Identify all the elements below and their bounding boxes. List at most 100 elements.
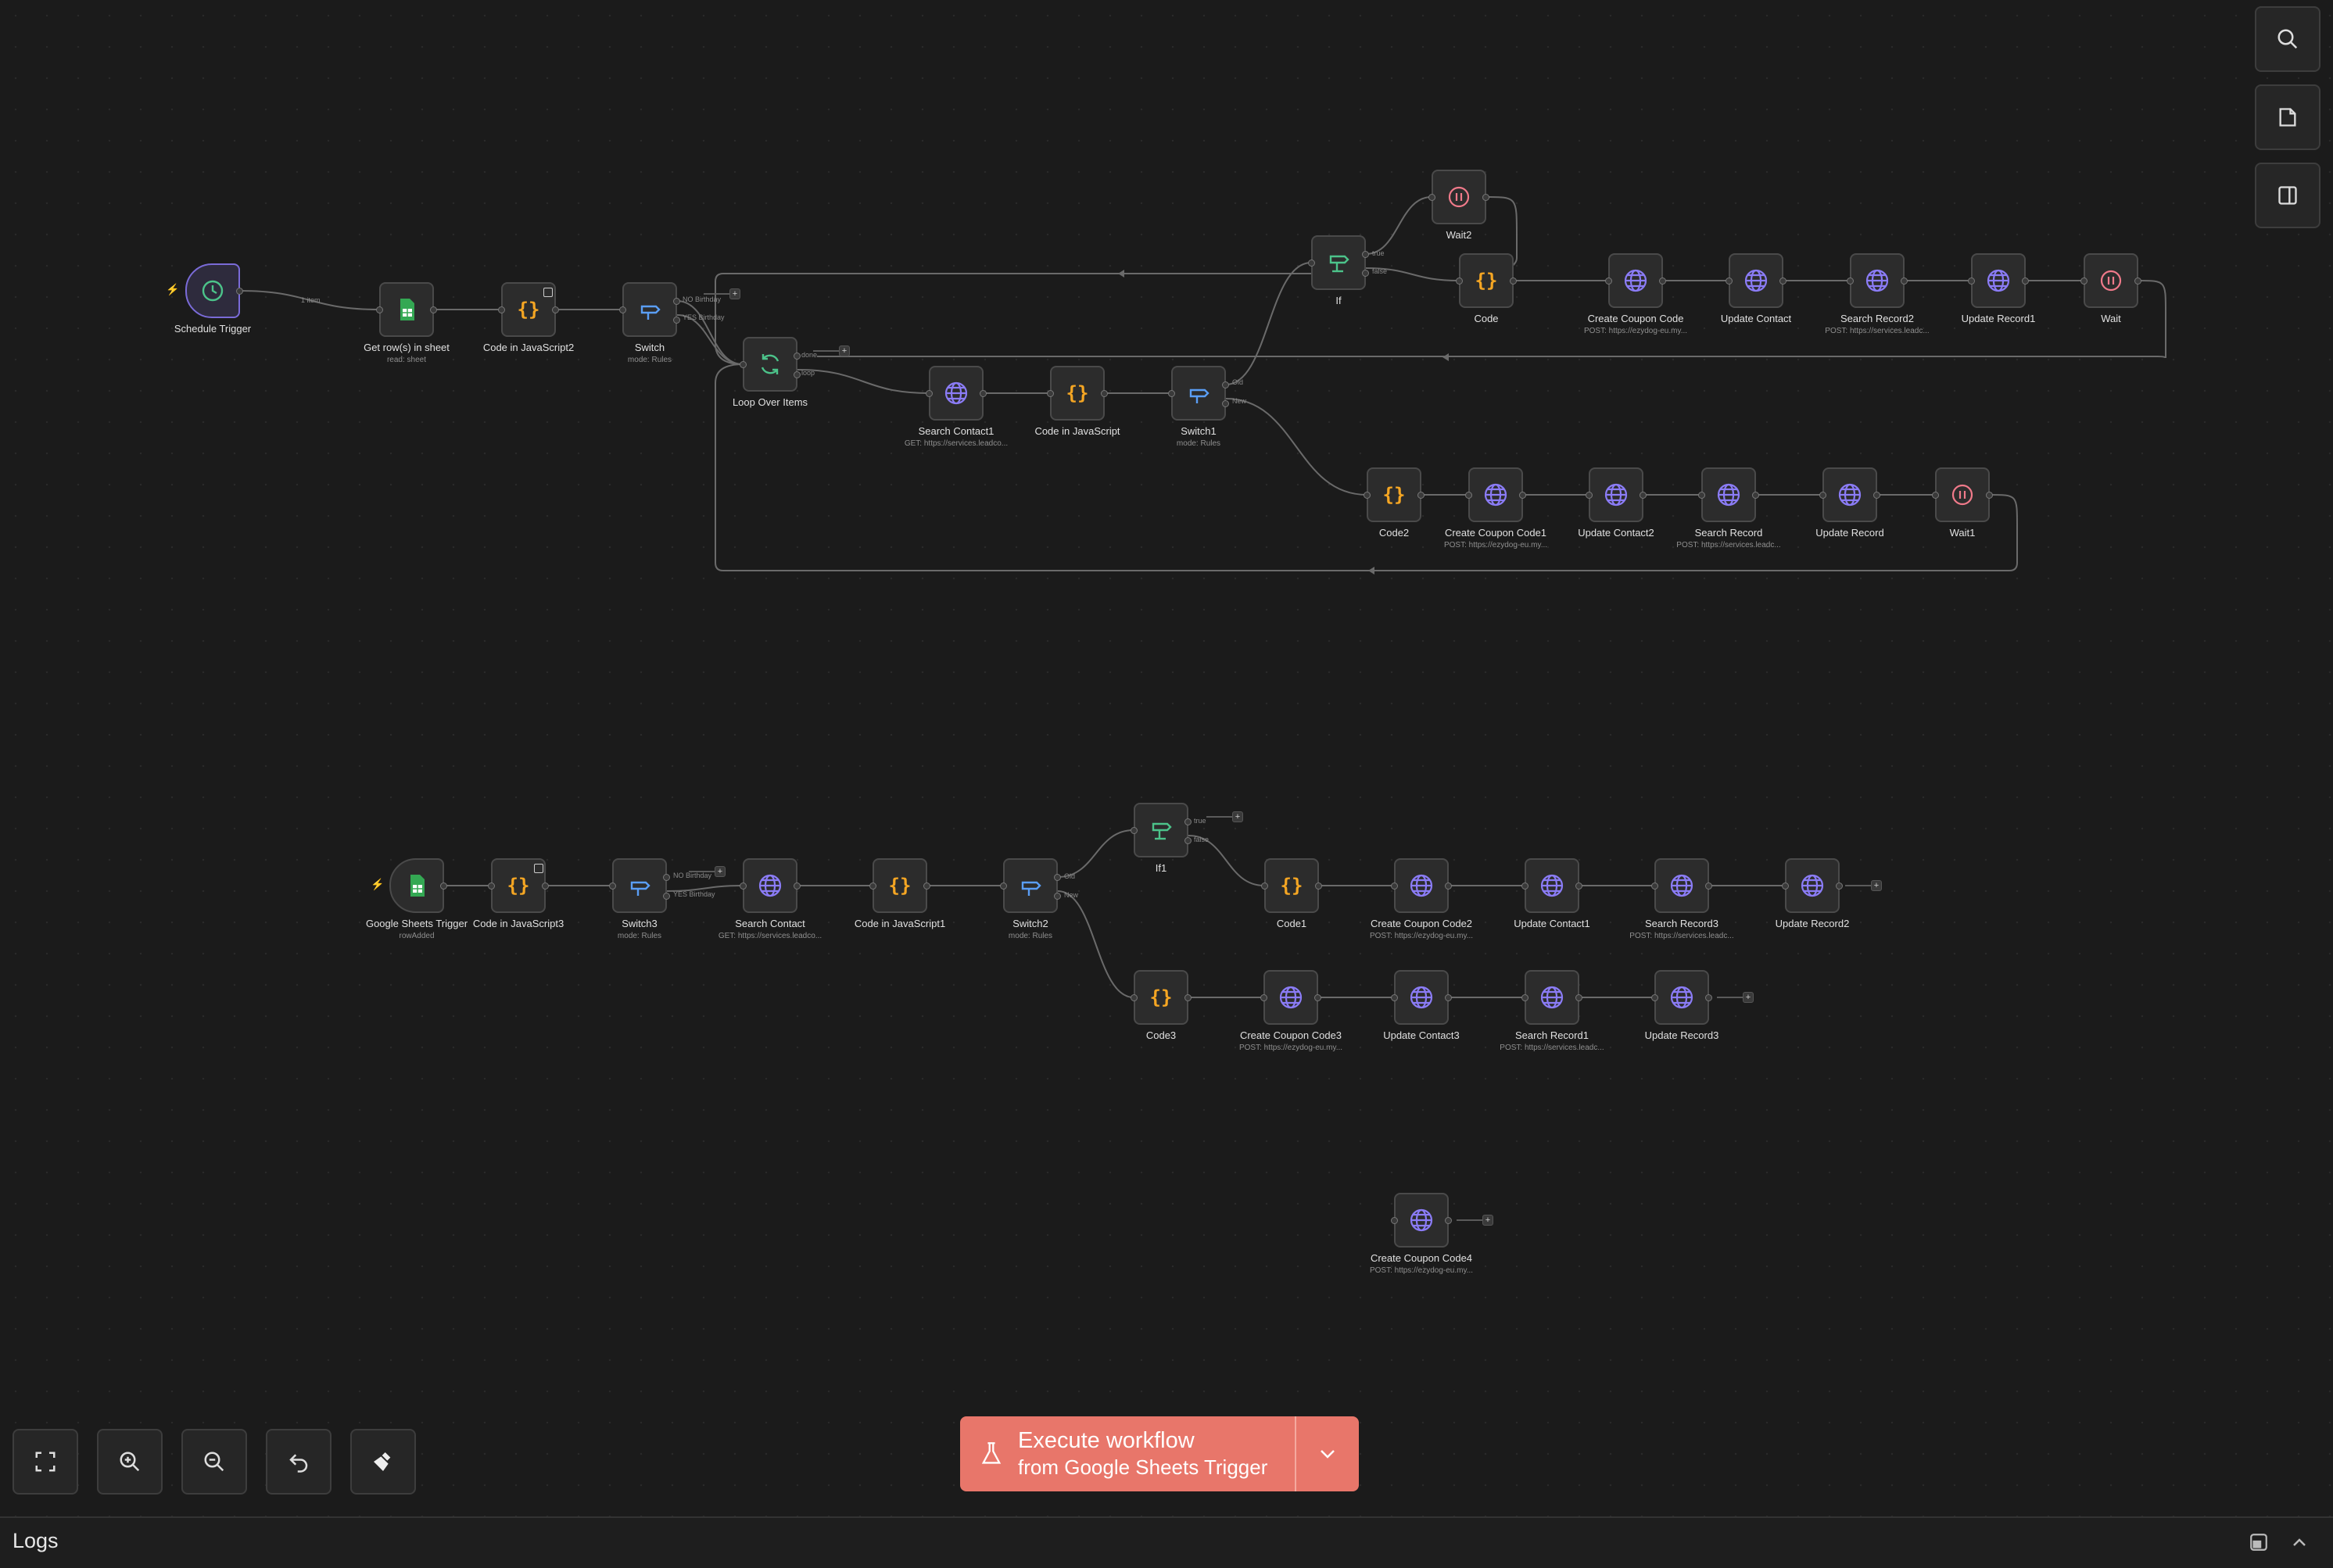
input-handle[interactable] — [1428, 194, 1435, 201]
add-sticky-note-button[interactable] — [2255, 84, 2320, 150]
input-handle[interactable] — [740, 361, 747, 368]
add-node-button[interactable]: + — [715, 866, 726, 877]
input-handle[interactable] — [609, 882, 616, 890]
node-search-record3[interactable] — [1651, 858, 1712, 913]
node-create-coupon2[interactable] — [1391, 858, 1452, 913]
output-handle[interactable] — [794, 882, 801, 890]
input-handle[interactable] — [740, 882, 747, 890]
output-handle[interactable] — [440, 882, 447, 890]
execute-trigger-dropdown[interactable] — [1296, 1416, 1359, 1491]
output-handle[interactable] — [1101, 390, 1108, 397]
node-switch3[interactable] — [609, 858, 670, 913]
add-node-button[interactable]: + — [1232, 811, 1243, 822]
output-handle[interactable] — [1873, 492, 1880, 499]
output-handle[interactable] — [1482, 194, 1489, 201]
input-handle[interactable] — [1968, 277, 1975, 285]
output-handle[interactable] — [663, 874, 670, 881]
output-handle[interactable] — [1184, 994, 1192, 1001]
output-handle[interactable] — [1575, 994, 1582, 1001]
input-handle[interactable] — [1651, 882, 1658, 890]
search-nodes-button[interactable] — [2255, 6, 2320, 72]
add-node-button[interactable]: + — [1871, 880, 1882, 891]
node-search-contact[interactable] — [740, 858, 801, 913]
node-wait2[interactable] — [1428, 170, 1489, 224]
output-handle[interactable] — [794, 371, 801, 378]
input-handle[interactable] — [1261, 882, 1268, 890]
zoom-out-button[interactable] — [181, 1429, 247, 1495]
node-update-contact1[interactable] — [1521, 858, 1582, 913]
output-handle[interactable] — [794, 353, 801, 360]
chevron-up-icon[interactable] — [2291, 1534, 2308, 1551]
output-handle[interactable] — [1705, 994, 1712, 1001]
output-handle[interactable] — [1836, 882, 1843, 890]
node-code1[interactable]: {} — [1261, 858, 1322, 913]
node-update-contact2[interactable] — [1586, 467, 1647, 522]
node-update-record1[interactable] — [1968, 253, 2029, 308]
input-handle[interactable] — [1131, 994, 1138, 1001]
output-handle[interactable] — [1314, 994, 1321, 1001]
node-update-contact3[interactable] — [1391, 970, 1452, 1025]
node-update-record[interactable] — [1819, 467, 1880, 522]
node-update-contact[interactable] — [1726, 253, 1786, 308]
output-handle[interactable] — [1705, 882, 1712, 890]
input-handle[interactable] — [1726, 277, 1733, 285]
output-handle[interactable] — [1362, 251, 1369, 258]
node-update-record2[interactable] — [1782, 858, 1843, 913]
output-handle[interactable] — [1986, 492, 1993, 499]
output-handle[interactable] — [2134, 277, 2141, 285]
input-handle[interactable] — [1847, 277, 1854, 285]
node-search-record2[interactable] — [1847, 253, 1908, 308]
node-code-js[interactable]: {} — [1047, 366, 1108, 421]
input-handle[interactable] — [869, 882, 876, 890]
undo-button[interactable] — [266, 1429, 331, 1495]
output-handle[interactable] — [1222, 381, 1229, 388]
output-handle[interactable] — [1640, 492, 1647, 499]
output-handle[interactable] — [542, 882, 549, 890]
output-handle[interactable] — [1184, 837, 1192, 844]
output-handle[interactable] — [1445, 994, 1452, 1001]
add-node-button[interactable]: + — [1743, 992, 1754, 1003]
node-if[interactable] — [1308, 235, 1369, 290]
execute-workflow-button[interactable]: Execute workflow from Google Sheets Trig… — [960, 1416, 1359, 1491]
input-handle[interactable] — [488, 882, 495, 890]
output-handle[interactable] — [430, 306, 437, 313]
output-handle[interactable] — [980, 390, 987, 397]
output-handle[interactable] — [1362, 270, 1369, 277]
node-create-coupon4[interactable] — [1391, 1193, 1452, 1248]
node-get-rows[interactable] — [376, 282, 437, 337]
zoom-in-button[interactable] — [97, 1429, 163, 1495]
node-switch[interactable] — [619, 282, 680, 337]
input-handle[interactable] — [1391, 882, 1398, 890]
input-handle[interactable] — [1131, 827, 1138, 834]
node-schedule-trigger[interactable] — [185, 263, 243, 318]
node-update-record3[interactable] — [1651, 970, 1712, 1025]
input-handle[interactable] — [1932, 492, 1939, 499]
output-handle[interactable] — [1659, 277, 1666, 285]
output-handle[interactable] — [673, 298, 680, 305]
output-handle[interactable] — [1445, 882, 1452, 890]
execute-workflow-main[interactable]: Execute workflow from Google Sheets Trig… — [960, 1416, 1295, 1491]
input-handle[interactable] — [1586, 492, 1593, 499]
node-create-coupon[interactable] — [1605, 253, 1666, 308]
input-handle[interactable] — [1698, 492, 1705, 499]
output-handle[interactable] — [1519, 492, 1526, 499]
output-handle[interactable] — [2022, 277, 2029, 285]
add-node-button[interactable]: + — [839, 345, 850, 356]
node-wait1[interactable] — [1932, 467, 1993, 522]
output-handle[interactable] — [673, 317, 680, 324]
output-handle[interactable] — [663, 893, 670, 900]
output-handle[interactable] — [236, 288, 243, 295]
node-code-js1[interactable]: {} — [869, 858, 930, 913]
input-handle[interactable] — [1391, 1217, 1398, 1224]
node-code3[interactable]: {} — [1131, 970, 1192, 1025]
input-handle[interactable] — [1000, 882, 1007, 890]
toggle-panel-button[interactable] — [2255, 163, 2320, 228]
output-handle[interactable] — [1222, 400, 1229, 407]
input-handle[interactable] — [1391, 994, 1398, 1001]
node-loop[interactable] — [740, 337, 801, 392]
tidy-up-button[interactable] — [350, 1429, 416, 1495]
node-gs-trigger[interactable] — [389, 858, 447, 913]
output-handle[interactable] — [1417, 492, 1425, 499]
input-handle[interactable] — [619, 306, 626, 313]
